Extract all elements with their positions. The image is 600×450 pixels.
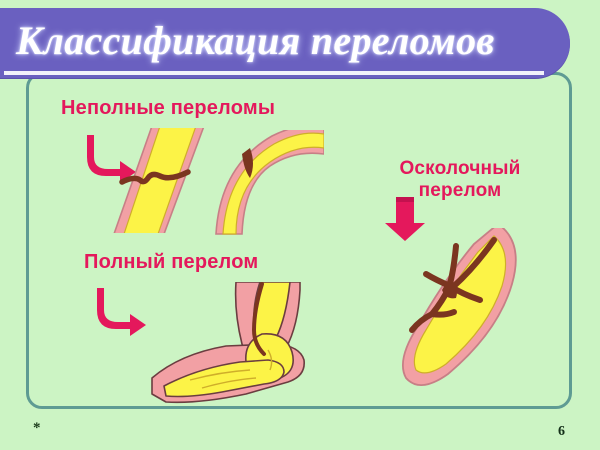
heading-incomplete-fractures: Неполные переломы (61, 97, 276, 119)
title-banner: Классификация переломов (0, 8, 570, 78)
heading-comminuted-fracture: Осколочный перелом (378, 158, 542, 202)
elbow-complete-fracture-illustration (150, 281, 320, 409)
bone-incomplete-fracture-illustration (214, 124, 325, 240)
heading-comminuted-line-1: Осколочный (399, 158, 521, 179)
bone-comminuted-fracture-illustration (392, 222, 542, 393)
title-underline (4, 71, 544, 75)
page-number: 6 (558, 424, 565, 439)
heading-comminuted-line-2: перелом (418, 180, 502, 201)
arrow-down-icon (383, 197, 429, 248)
page-title: Классификация переломов (16, 18, 495, 63)
curved-arrow-down-right-icon (86, 131, 142, 192)
curved-arrow-down-right-icon (96, 284, 152, 345)
heading-complete-fracture: Полный перелом (84, 251, 259, 273)
footer-mark: * (33, 420, 41, 436)
bone-greenstick-fracture-illustration (108, 125, 218, 238)
